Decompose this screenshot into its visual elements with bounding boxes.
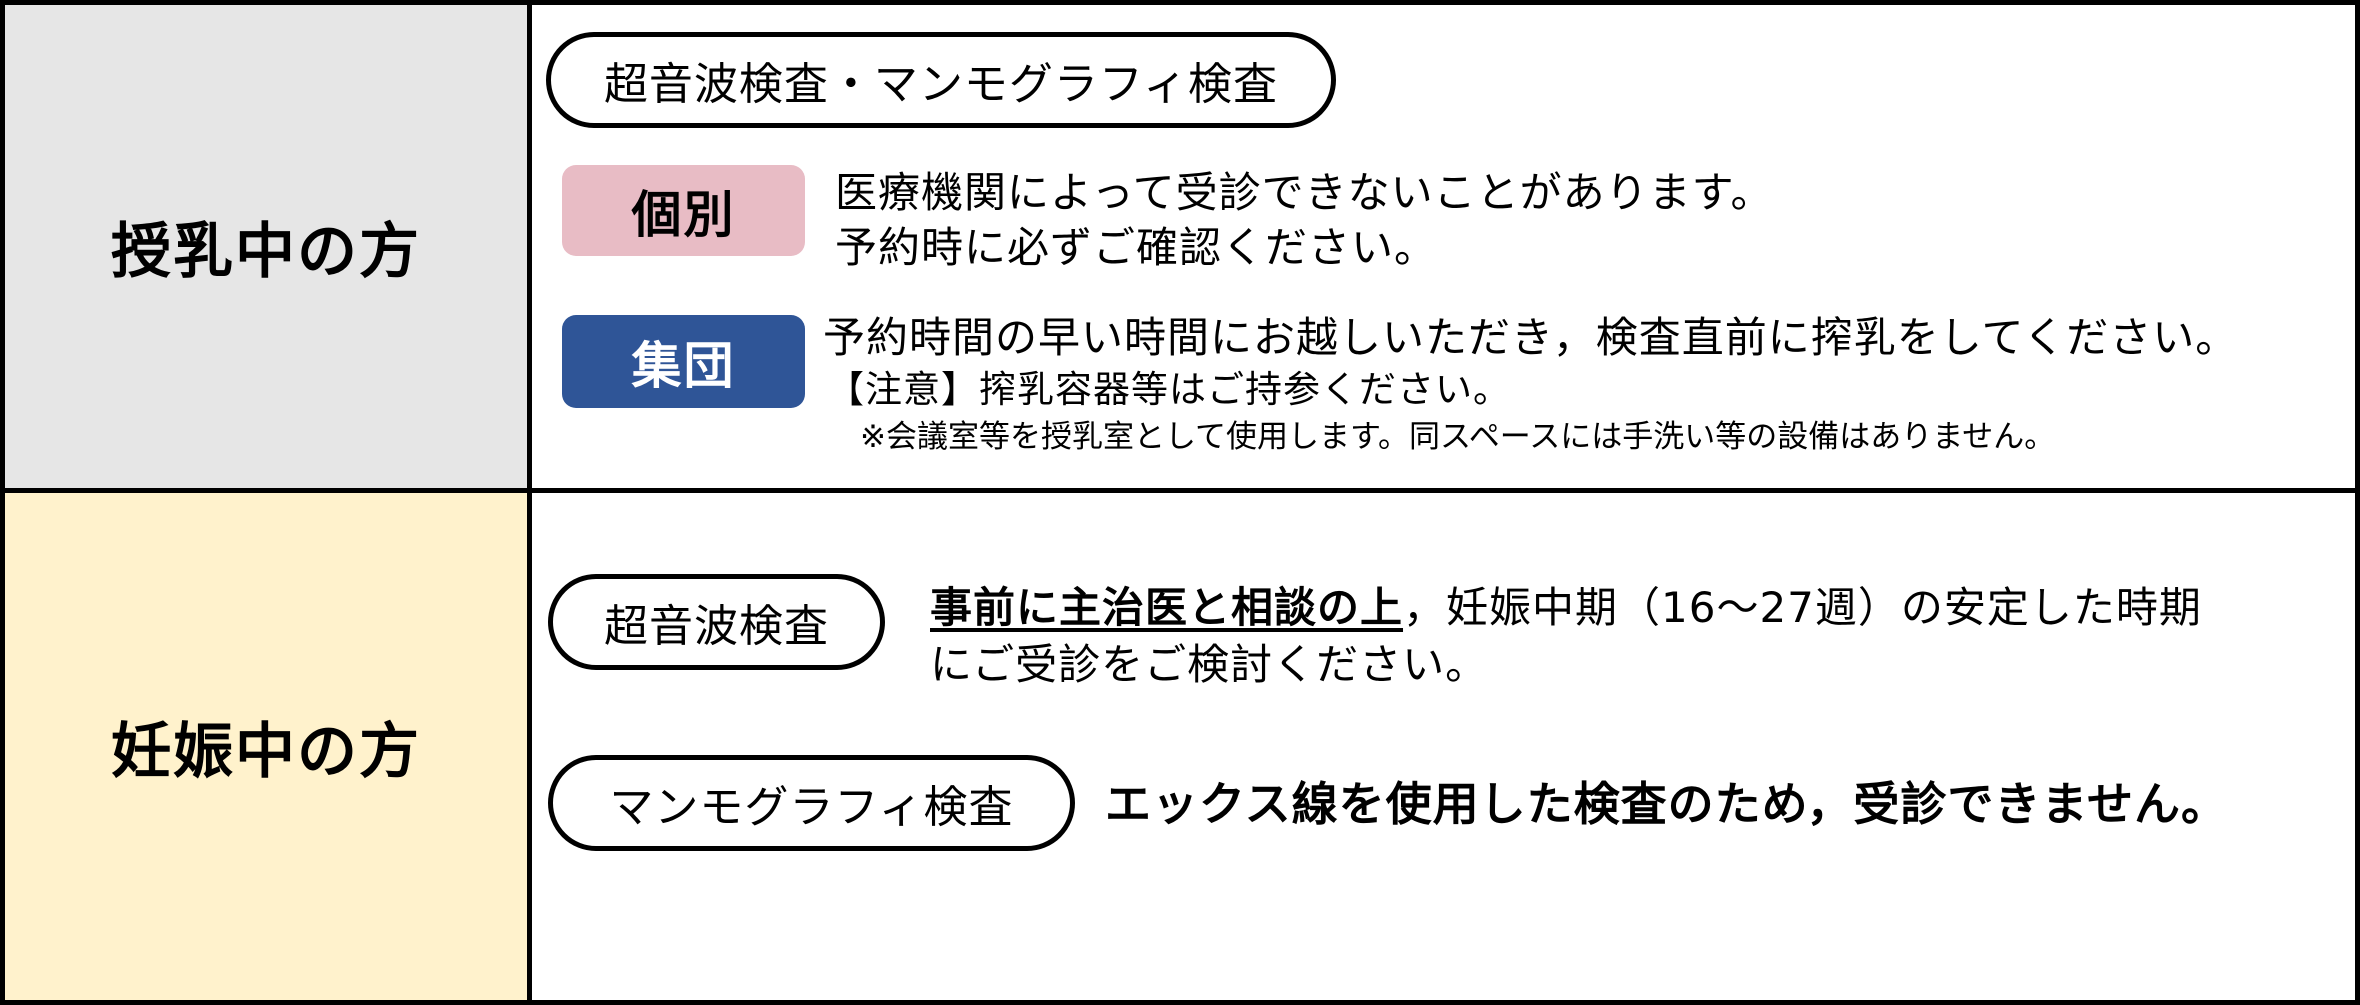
group-facility-note: ※会議室等を授乳室として使用します。同スペースには手洗い等の設備はありません。 <box>860 419 2056 455</box>
individual-note-line-1: 医療機関によって受診できないことがあります。 <box>835 168 1774 217</box>
ultrasound-guidance-rest: ，妊娠中期（16～27週）の安定した時期 <box>1403 583 2202 632</box>
mammography-not-available-notice: エックス線を使用した検査のため，受診できません。 <box>1105 777 2228 831</box>
individual-note-line-2: 予約時に必ずご確認ください。 <box>835 223 1438 272</box>
badge-group: 集団 <box>562 315 805 408</box>
ultrasound-guidance-line-1: 事前に主治医と相談の上，妊娠中期（16～27週）の安定した時期 <box>930 583 2202 633</box>
exam-pill-ultrasound-mammography: 超音波検査・マンモグラフィ検査 <box>546 32 1336 128</box>
row-label-pregnant: 妊娠中の方 <box>5 492 527 1000</box>
consult-doctor-emphasis: 事前に主治医と相談の上 <box>930 583 1404 632</box>
exam-pill-ultrasound: 超音波検査 <box>548 574 885 670</box>
exam-pill-mammography: マンモグラフィ検査 <box>548 755 1075 851</box>
row-label-nursing: 授乳中の方 <box>5 5 527 488</box>
group-caution-line: 【注意】搾乳容器等はご持参ください。 <box>827 368 1511 411</box>
column-divider <box>527 5 532 1000</box>
group-note-line-1: 予約時間の早い時間にお越しいただき，検査直前に搾乳をしてください。 <box>823 313 2239 362</box>
row-divider <box>5 488 2355 493</box>
ultrasound-guidance-line-2: にご受診をご検討ください。 <box>930 640 1489 689</box>
badge-individual: 個別 <box>562 165 805 256</box>
